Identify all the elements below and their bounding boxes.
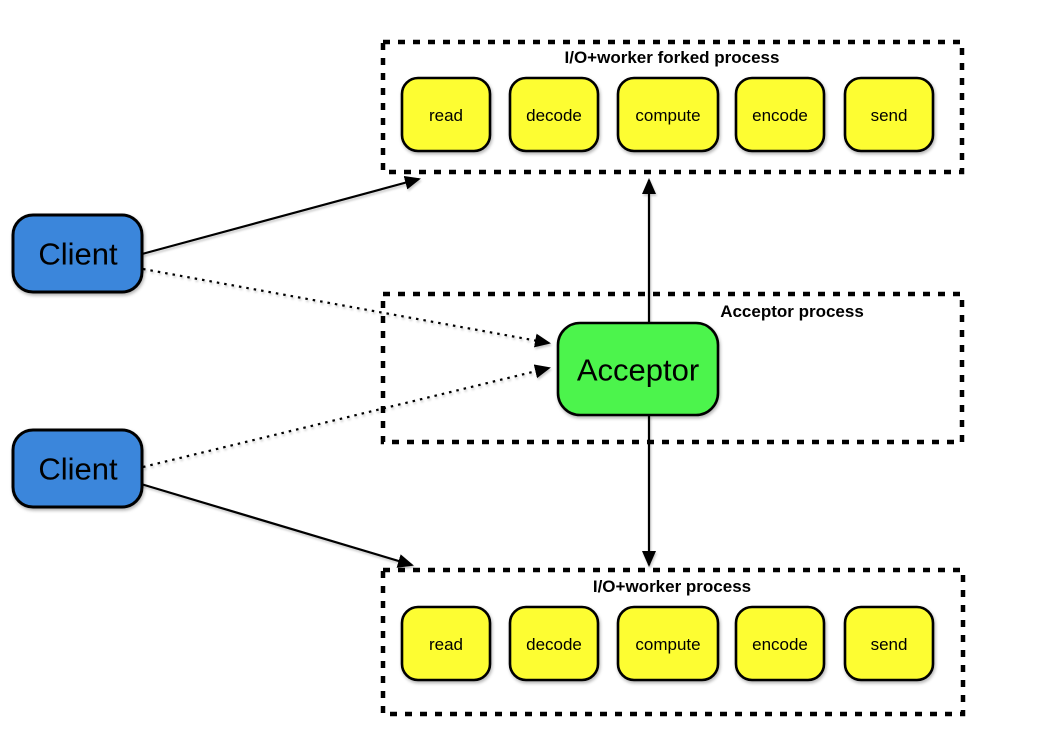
acceptor-label: Acceptor	[577, 353, 699, 388]
worker-container-title: I/O+worker process	[593, 577, 751, 596]
step-label-send: send	[871, 106, 908, 125]
forked-worker-container-border	[380, 39, 965, 175]
client-2-label: Client	[38, 452, 118, 487]
edge-client2-to-worker	[140, 482, 414, 568]
client-1-label: Client	[38, 237, 118, 272]
step-label-read: read	[429, 106, 463, 125]
worker-container: I/O+worker process read decode compute e…	[380, 567, 966, 717]
step-label-encode-2: encode	[752, 635, 808, 654]
step-label-send-2: send	[871, 635, 908, 654]
client-1-box	[11, 213, 144, 294]
step-label-read-2: read	[429, 635, 463, 654]
edge-client1-to-acceptor	[142, 267, 551, 348]
step-box-read	[400, 76, 492, 153]
step-box-send-2	[843, 605, 935, 682]
step-box-compute	[616, 76, 720, 153]
step-label-decode-2: decode	[526, 635, 582, 654]
client-2: Client	[11, 428, 144, 509]
acceptor-box	[556, 321, 720, 417]
acceptor-container: Acceptor process Acceptor	[380, 291, 965, 445]
step-box-compute-2	[616, 605, 720, 682]
client-1: Client	[11, 213, 144, 294]
step-box-decode-2	[508, 605, 600, 682]
step-label-encode: encode	[752, 106, 808, 125]
forked-worker-container: I/O+worker forked process read decode co…	[380, 39, 965, 175]
client-2-box	[11, 428, 144, 509]
step-box-send	[843, 76, 935, 153]
edge-client1-to-forked-worker	[141, 175, 421, 256]
step-label-compute-2: compute	[635, 635, 700, 654]
step-label-compute: compute	[635, 106, 700, 125]
step-box-decode	[508, 76, 600, 153]
step-box-read-2	[400, 605, 492, 682]
acceptor-container-border	[380, 291, 965, 445]
step-label-decode: decode	[526, 106, 582, 125]
edges	[140, 175, 656, 568]
step-box-encode	[734, 76, 826, 153]
forked-worker-container-title: I/O+worker forked process	[565, 48, 780, 67]
step-box-encode-2	[734, 605, 826, 682]
acceptor-container-title: Acceptor process	[720, 302, 864, 321]
edge-client2-to-acceptor	[142, 364, 551, 469]
worker-container-border	[380, 567, 966, 717]
